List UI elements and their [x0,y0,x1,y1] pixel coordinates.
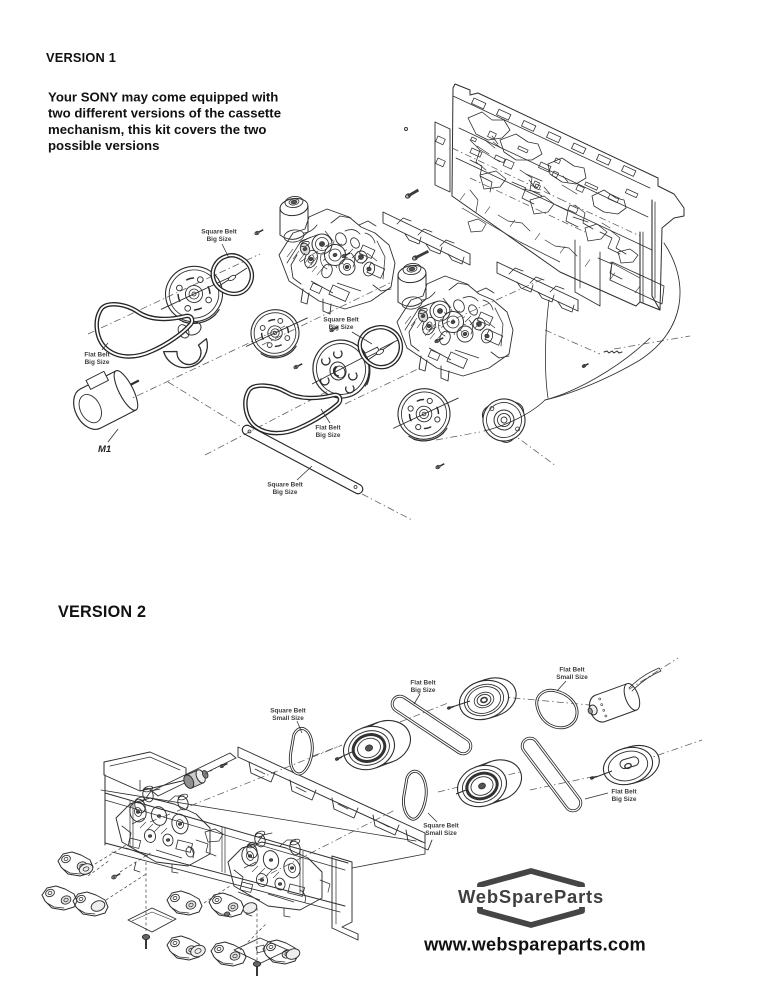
svg-text:Big Size: Big Size [207,236,232,243]
svg-text:Big Size: Big Size [316,432,341,439]
svg-text:Big Size: Big Size [85,359,110,366]
svg-text:mechanism, this kit covers the: mechanism, this kit covers the two [48,122,266,137]
svg-text:Flat Belt: Flat Belt [559,666,585,673]
svg-text:Big Size: Big Size [329,324,354,331]
svg-text:VERSION 2: VERSION 2 [58,603,146,621]
svg-text:Square Belt: Square Belt [267,481,303,488]
svg-text:Your SONY may come equipped wi: Your SONY may come equipped with [48,90,278,105]
svg-text:Flat Belt: Flat Belt [315,424,341,431]
svg-text:M1: M1 [98,444,111,455]
svg-text:Square Belt: Square Belt [323,316,359,323]
svg-text:www.webspareparts.com: www.webspareparts.com [423,935,646,955]
svg-text:Square Belt: Square Belt [201,228,237,235]
svg-text:Small Size: Small Size [425,830,457,837]
svg-text:Square Belt: Square Belt [270,707,306,714]
svg-text:possible versions: possible versions [48,138,159,153]
svg-text:WebSpareParts: WebSpareParts [458,886,604,907]
svg-text:Flat Belt: Flat Belt [84,351,110,358]
svg-text:Small Size: Small Size [556,674,588,681]
svg-text:Big Size: Big Size [411,687,436,694]
svg-text:Small Size: Small Size [272,715,304,722]
svg-text:Flat Belt: Flat Belt [410,679,436,686]
svg-text:VERSION 1: VERSION 1 [46,50,116,65]
svg-text:two different versions of the: two different versions of the cassette [48,106,281,121]
svg-text:Big Size: Big Size [273,489,298,496]
svg-text:Flat Belt: Flat Belt [611,788,637,795]
svg-text:Square Belt: Square Belt [423,822,459,829]
svg-text:Big Size: Big Size [612,796,637,803]
